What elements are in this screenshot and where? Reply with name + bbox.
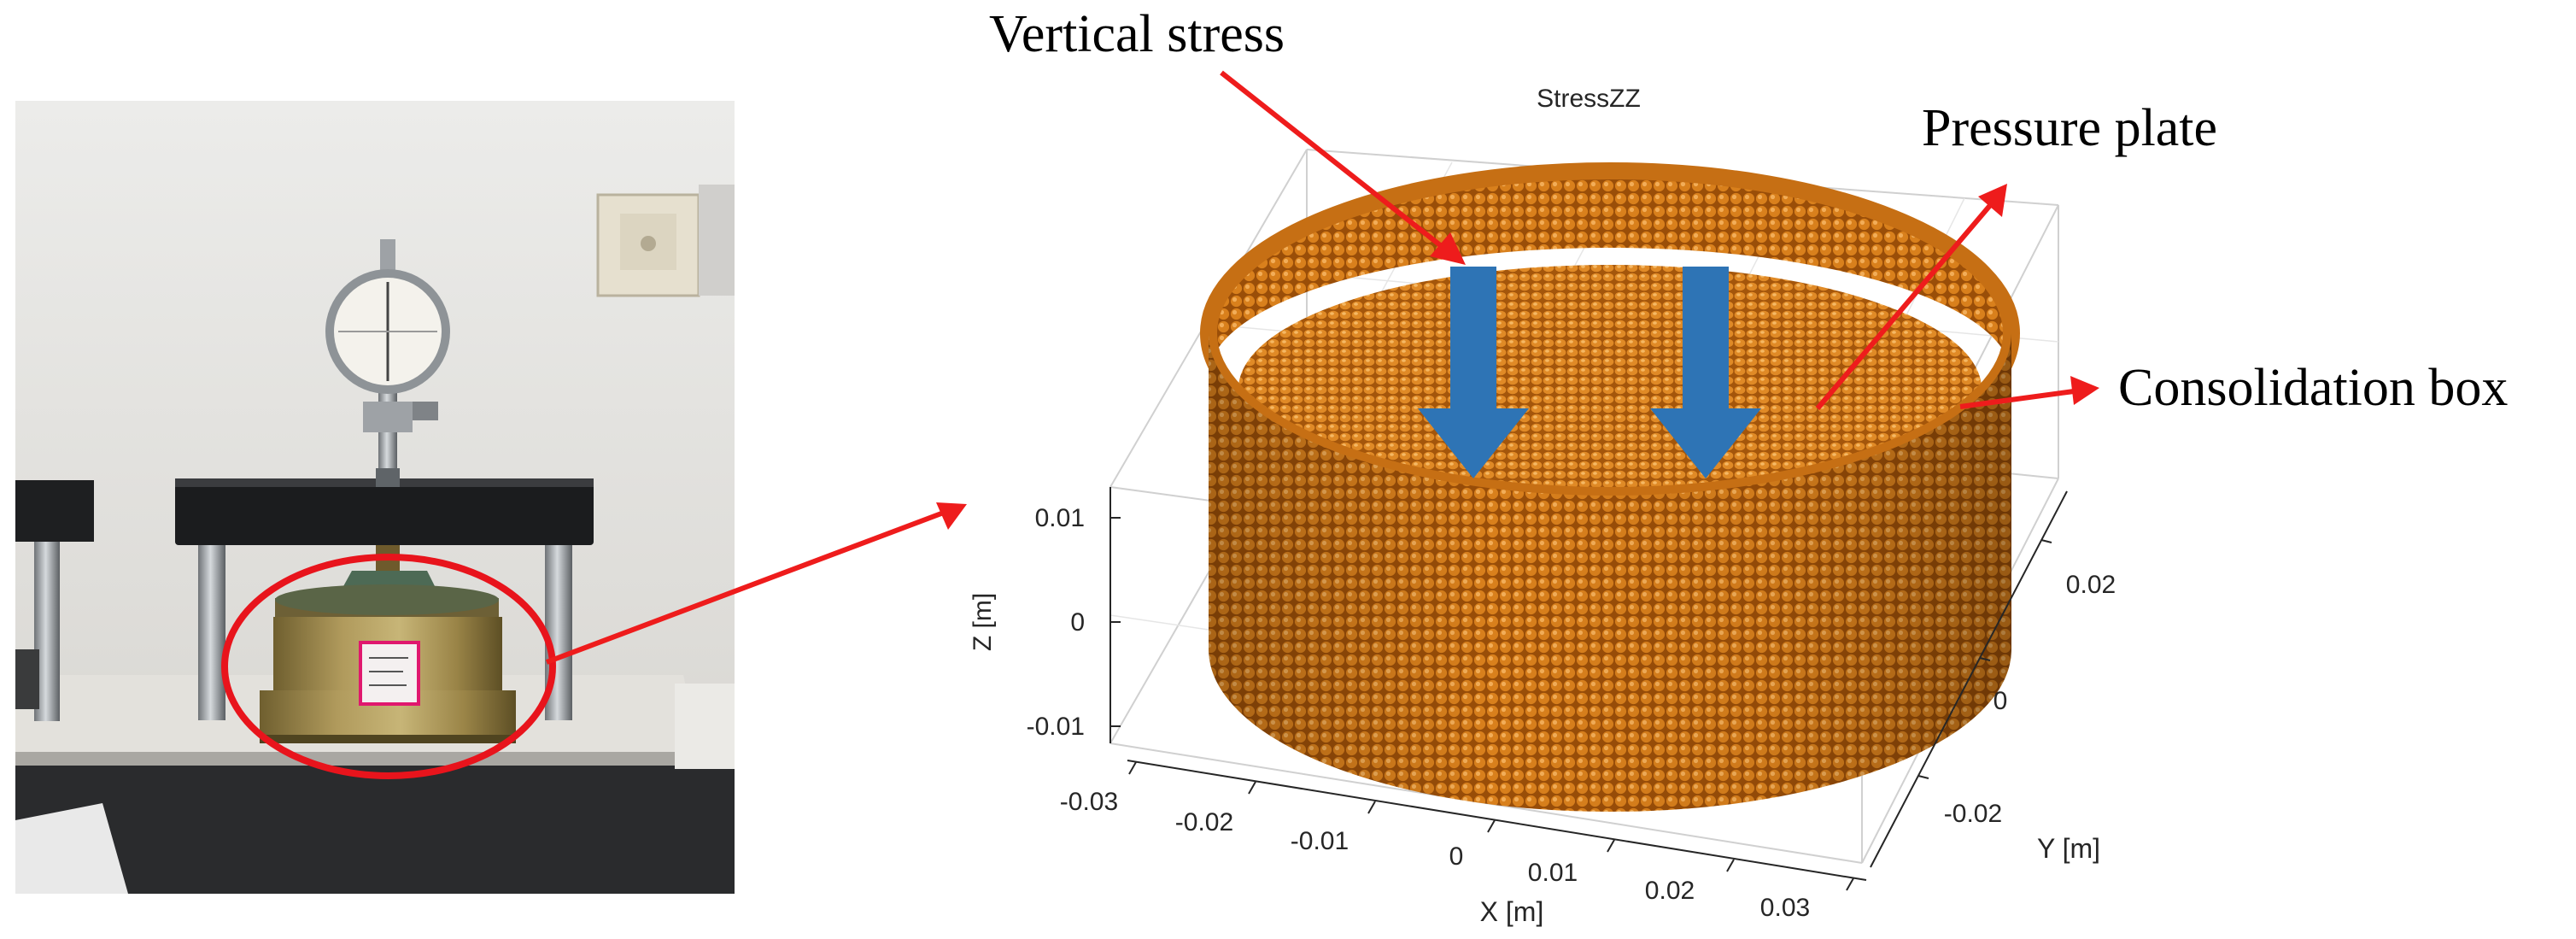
right-block: [675, 684, 735, 769]
x-axis-label: X [m]: [1480, 896, 1544, 927]
x-tick-label-2: -0.01: [1291, 827, 1349, 855]
x-tick-label-3: 0: [1449, 842, 1464, 871]
base-plate-edge: [15, 752, 700, 766]
x-tick-label-6: 0.03: [1760, 894, 1810, 922]
vertical-stress-arrow-head: [1430, 232, 1466, 265]
gauge-top-stem: [380, 239, 395, 273]
pressure-plate-arrow-head: [1978, 184, 2007, 217]
x-tick-label-4: 0.01: [1528, 859, 1578, 887]
x-tick-label-5: 0.02: [1645, 877, 1695, 905]
label-consolidation-box: Consolidation box: [2118, 359, 2508, 417]
left-beam: [15, 480, 94, 542]
left-knob: [15, 649, 39, 709]
y-tick-label-0: -0.02: [1944, 800, 2002, 828]
z-tick-label-2: -0.01: [1027, 713, 1085, 741]
pressure-plate-arrow-line: [1815, 202, 1994, 410]
post-left: [198, 545, 225, 720]
label-vertical-stress: Vertical stress: [989, 5, 1285, 63]
z-axis-ticks: [1110, 517, 1121, 727]
lab-photo: [15, 101, 735, 894]
consolidation-box-arrow-head: [2070, 376, 2099, 405]
vertical-stress-arrow-line: [1220, 70, 1445, 250]
wall-box: [699, 185, 735, 296]
link-arrow-line: [545, 508, 950, 665]
x-axis-line: [1127, 760, 1867, 881]
ring-base-shadow: [260, 735, 516, 743]
consolidation-box-arrow-line: [1959, 389, 2075, 409]
cylinder-wall-shading: [1209, 333, 2011, 812]
y-axis-ticks: [1917, 539, 2052, 779]
photo-table-shadow: [15, 765, 735, 894]
label-pressure-plate: Pressure plate: [1922, 99, 2217, 157]
z-tick-label-1: 0: [1070, 608, 1085, 637]
plot-title: StressZZ: [1537, 85, 1641, 113]
z-tick-label-0: 0.01: [1035, 504, 1085, 532]
y-tick-label-1: 0: [1993, 687, 2008, 715]
callout-ellipse: [221, 554, 556, 779]
y-axis-label: Y [m]: [2037, 833, 2100, 864]
stress-arrow-right: [1650, 267, 1761, 478]
ring-rim: [275, 584, 499, 615]
plot-3d: StressZZ 0.01 0 -0.01 Z [m] -0.03 -0.02 …: [969, 85, 2116, 927]
y-tick-label-2: 0.02: [2066, 571, 2116, 599]
x-tick-label-1: -0.02: [1175, 808, 1233, 836]
crossbeam: [175, 478, 594, 545]
x-tick-label-0: -0.03: [1060, 788, 1118, 816]
paper-sheet: [15, 803, 128, 894]
link-arrow-head: [936, 502, 967, 530]
z-axis-label: Z [m]: [969, 593, 997, 651]
gauge-foot: [376, 468, 400, 487]
gauge-clamp: [363, 402, 413, 432]
sample-label: [359, 641, 420, 706]
y-axis-line: [1870, 490, 2068, 868]
gauge-screw: [413, 402, 438, 420]
pressure-plate-top: [1238, 265, 1982, 513]
stress-arrow-left: [1418, 267, 1529, 478]
wall-switch-knob: [641, 236, 656, 251]
x-axis-ticks: [1128, 761, 1854, 891]
